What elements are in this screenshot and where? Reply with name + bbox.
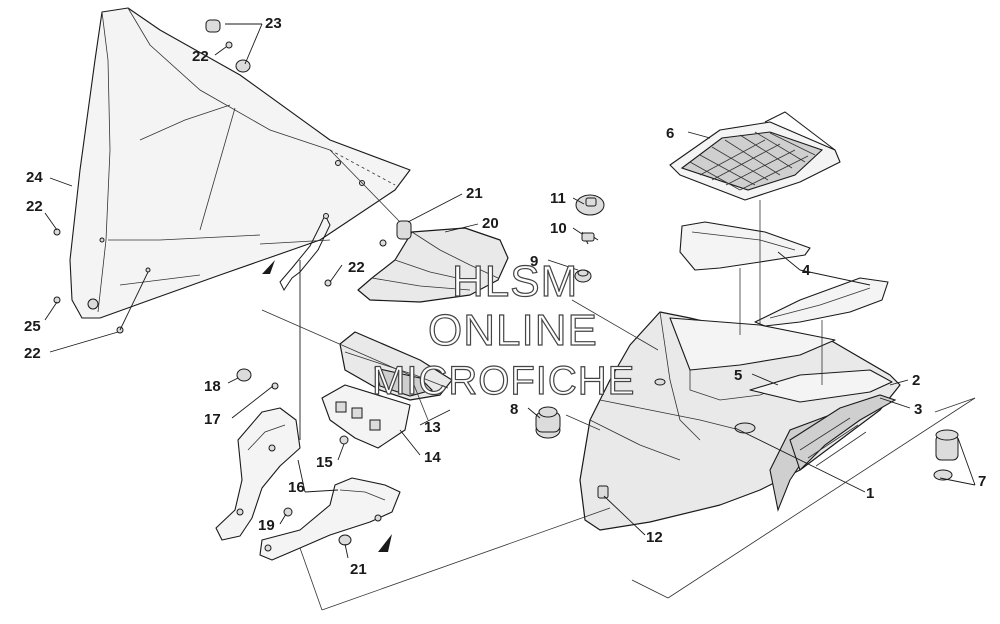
watermark-line-3: MICROFICHE <box>372 359 635 403</box>
callout-22-c: 22 <box>24 345 41 362</box>
callout-11: 11 <box>550 190 566 207</box>
callout-21-b: 21 <box>350 561 367 578</box>
hood-part <box>579 311 901 531</box>
callout-25: 25 <box>24 318 41 335</box>
deflector-part <box>357 220 509 303</box>
callout-15: 15 <box>316 454 333 471</box>
callout-16: 16 <box>288 479 305 496</box>
ignition-parts <box>574 194 605 283</box>
callout-22-b: 22 <box>26 198 43 215</box>
callout-6: 6 <box>666 125 674 142</box>
callout-8: 8 <box>510 401 518 418</box>
callout-9: 9 <box>530 253 538 270</box>
mount-bracket-left <box>215 407 301 541</box>
callout-7: 7 <box>978 473 986 490</box>
side-panel-parts <box>679 221 889 327</box>
callout-23: 23 <box>265 15 282 32</box>
callout-3: 3 <box>914 401 922 418</box>
callout-4: 4 <box>802 262 811 279</box>
callout-20: 20 <box>482 215 499 232</box>
gauge-housing-part <box>339 331 453 401</box>
callout-labels: 23 22 24 22 25 22 22 21 20 11 10 9 6 4 5… <box>24 15 986 578</box>
callout-5: 5 <box>734 367 742 384</box>
callout-1: 1 <box>866 485 874 502</box>
watermark-line-1: HLSM <box>452 257 578 306</box>
callout-2: 2 <box>912 372 920 389</box>
callout-22-a: 22 <box>192 48 209 65</box>
callout-12: 12 <box>646 529 663 546</box>
mount-bracket-right <box>259 477 401 561</box>
assembly-lines <box>259 149 976 611</box>
storage-net-part <box>669 111 841 201</box>
orientation-arrows <box>262 260 392 552</box>
callout-18: 18 <box>204 378 221 395</box>
callout-10: 10 <box>550 220 567 237</box>
vent-part <box>789 394 897 472</box>
connector-part <box>933 429 959 481</box>
watermark: HLSM ONLINE MICROFICHE <box>371 256 635 403</box>
callout-22-d: 22 <box>348 259 365 276</box>
windshield-bracket-part <box>279 213 332 291</box>
fastener-hardware <box>53 19 387 546</box>
watermark-line-2: ONLINE <box>428 306 598 355</box>
gauge-bracket-part <box>321 384 411 449</box>
leader-lines <box>44 23 976 559</box>
gas-cap-part <box>535 406 561 439</box>
callout-17: 17 <box>204 411 221 428</box>
callout-24: 24 <box>26 169 43 186</box>
callout-19: 19 <box>258 517 275 534</box>
callout-21-a: 21 <box>466 185 483 202</box>
callout-14: 14 <box>424 449 441 466</box>
callout-13: 13 <box>424 419 441 436</box>
